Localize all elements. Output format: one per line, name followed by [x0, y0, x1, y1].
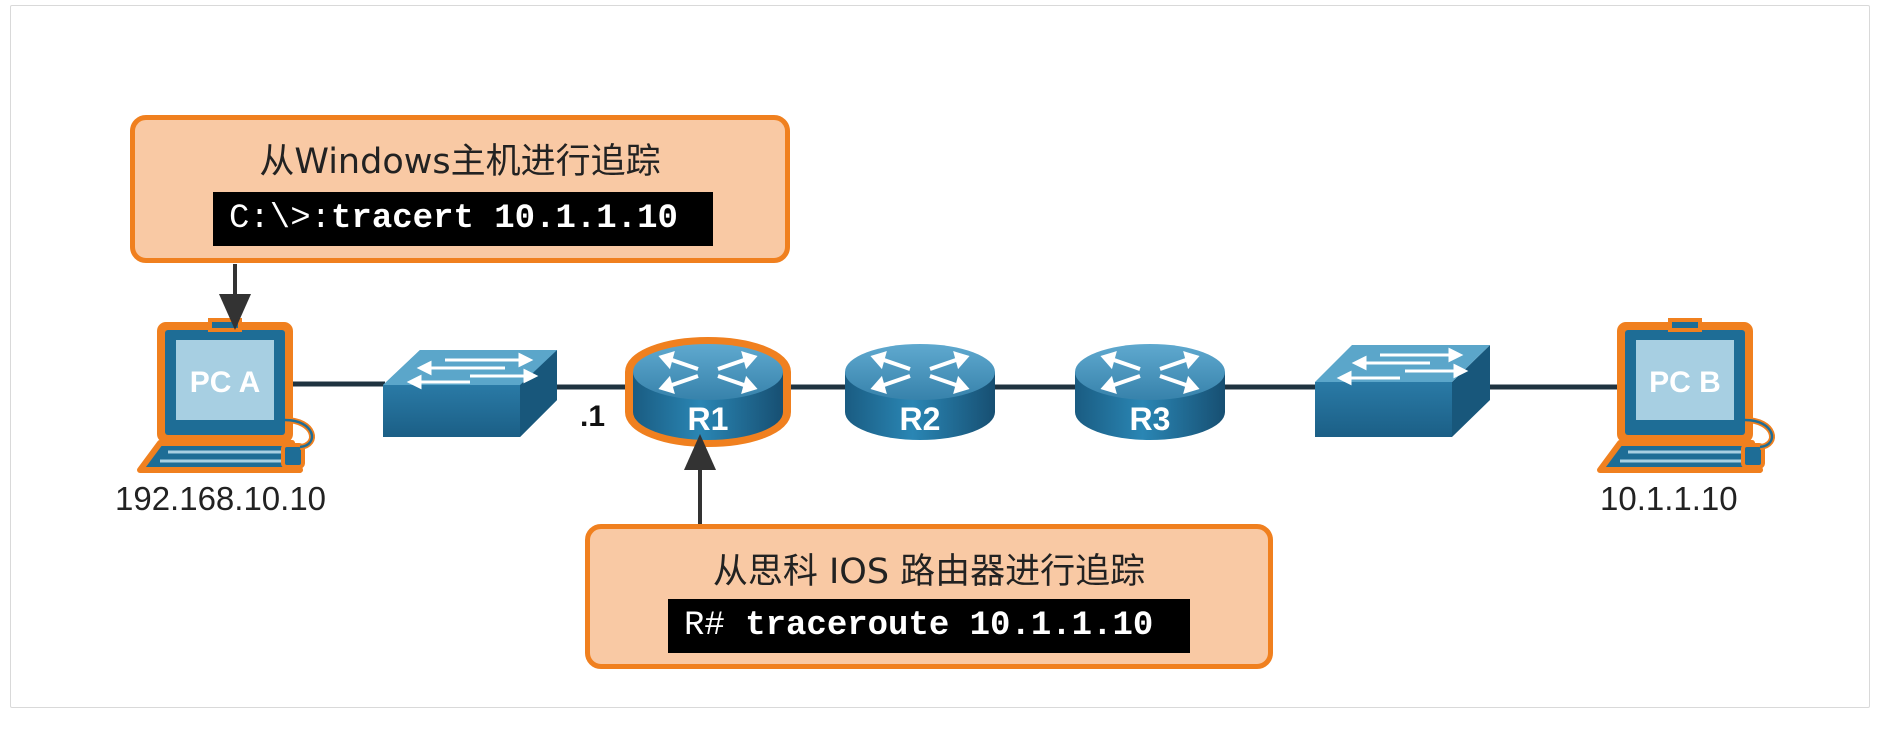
switch-2-icon: [1315, 345, 1490, 437]
cisco-callout-title: 从思科 IOS 路由器进行追踪: [712, 552, 1146, 592]
windows-command-box: C:\>:tracert 10.1.1.10: [213, 192, 713, 246]
r1-label: R1: [688, 401, 729, 437]
cisco-trace-callout: 从思科 IOS 路由器进行追踪 R# traceroute 10.1.1.10: [585, 524, 1273, 669]
pc-b-ip-label: 10.1.1.10: [1600, 480, 1738, 517]
windows-command: tracert 10.1.1.10: [331, 200, 678, 238]
windows-prompt: C:\>:: [229, 200, 332, 238]
switch-1-icon: [383, 350, 557, 437]
router-r2-icon: [845, 344, 995, 440]
pc-b-label: PC B: [1649, 366, 1721, 399]
pc-a-icon: [137, 318, 315, 473]
pc-b-icon: [1597, 318, 1775, 473]
cisco-prompt: R#: [684, 607, 746, 645]
r2-label: R2: [900, 401, 941, 437]
pc-a-label: PC A: [190, 366, 261, 399]
cisco-command: traceroute 10.1.1.10: [745, 607, 1154, 645]
windows-callout-title: 从Windows主机进行追踪: [259, 142, 661, 182]
pc-a-ip-label: 192.168.10.10: [115, 480, 327, 517]
windows-trace-callout: 从Windows主机进行追踪 C:\>:tracert 10.1.1.10: [130, 115, 790, 263]
cisco-command-box: R# traceroute 10.1.1.10: [668, 599, 1190, 653]
r3-label: R3: [1130, 401, 1171, 437]
router-r3-icon: [1075, 344, 1225, 440]
r1-interface-label: .1: [580, 400, 606, 433]
